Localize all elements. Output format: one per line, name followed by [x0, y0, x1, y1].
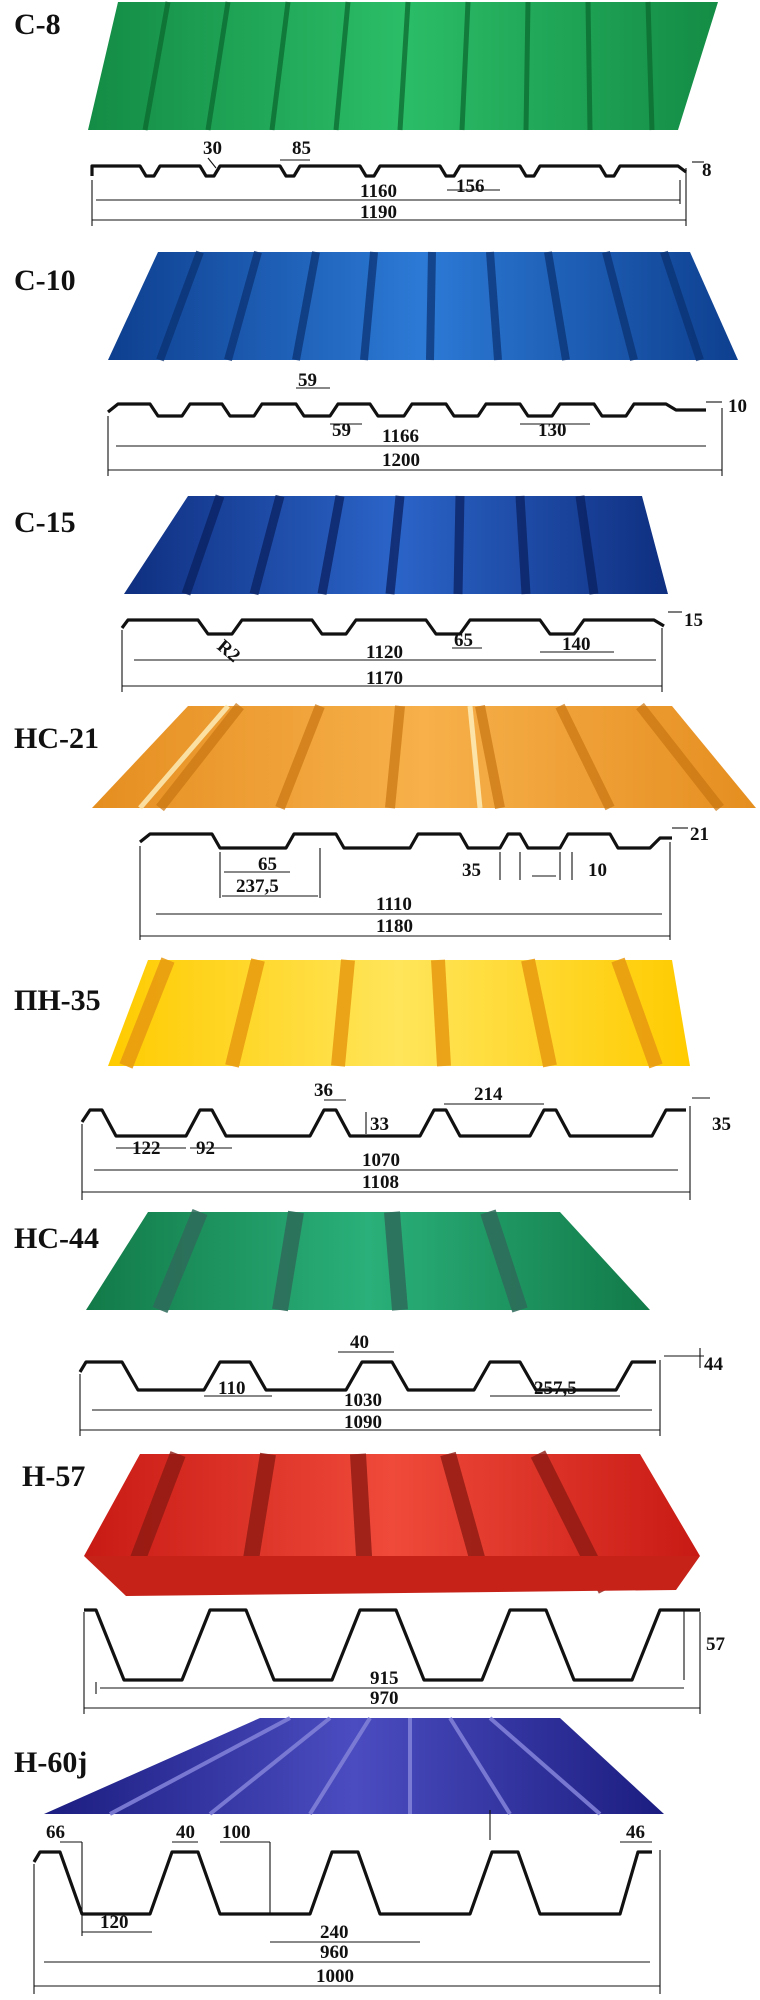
dim-label: 214	[474, 1084, 503, 1105]
dim-label: 59	[298, 370, 317, 391]
profile-label: НС-21	[14, 722, 99, 755]
sheet-highlights	[138, 704, 483, 810]
dimension-lines	[81, 1097, 710, 1200]
useful-width-label: 1160	[360, 181, 397, 202]
dim-label: 65	[454, 630, 473, 651]
profile-outline	[32, 1850, 652, 1916]
sheet-ribs	[109, 1716, 602, 1816]
total-width-label: 1200	[382, 450, 420, 471]
height-label: 44	[704, 1354, 724, 1375]
sheet-ribs	[119, 957, 663, 1069]
dimension-lines	[91, 157, 704, 226]
total-width-label: 1108	[362, 1172, 399, 1193]
dim-label: 122	[132, 1138, 161, 1159]
dim-label: 130	[538, 420, 567, 441]
useful-width-label: 960	[320, 1942, 349, 1963]
dim-label: 30	[203, 138, 222, 159]
dim-label: 40	[350, 1332, 369, 1353]
profile-c15: С-15 R2 65 140 15 1120 1170	[14, 494, 703, 692]
useful-width-label: 915	[370, 1668, 399, 1689]
dim-label: 85	[292, 138, 311, 159]
dim-label: R2	[213, 636, 244, 667]
height-label: 57	[706, 1634, 726, 1655]
profile-label: С-10	[14, 264, 76, 297]
dim-label: 36	[314, 1080, 333, 1101]
dimension-lines	[79, 1348, 704, 1436]
sheet-ribs	[156, 250, 704, 362]
profile-label: Н-57	[22, 1460, 85, 1493]
dim-label: 100	[222, 1822, 251, 1843]
dimension-lines	[107, 387, 723, 476]
height-label: 35	[712, 1114, 731, 1135]
dim-label: 40	[176, 1822, 195, 1843]
total-width-label: 1190	[360, 202, 397, 223]
dimension-lines	[83, 1610, 701, 1714]
profile-h57: Н-57 57 915 970	[22, 1450, 726, 1714]
total-width-label: 970	[370, 1688, 399, 1709]
total-width-label: 1000	[316, 1966, 354, 1987]
useful-width-label: 1120	[366, 642, 403, 663]
profile-label: С-8	[14, 8, 61, 41]
sheet-image	[108, 252, 738, 360]
dimension-lines	[121, 611, 682, 692]
dim-label: 59	[332, 420, 351, 441]
dim-label: 110	[218, 1378, 245, 1399]
height-label: 21	[690, 824, 709, 845]
sheet-ribs	[152, 1208, 528, 1314]
dimension-lines	[33, 1810, 661, 1994]
profile-hc21: НС-21 65 237,5 35 10 21 1110 1180	[14, 702, 756, 940]
dim-label: 140	[562, 634, 591, 655]
sheet-image	[84, 1556, 700, 1596]
useful-width-label: 1110	[376, 894, 412, 915]
profile-outline	[90, 164, 687, 178]
sheet-image	[92, 706, 756, 808]
total-width-label: 1170	[366, 668, 403, 689]
dim-label: 65	[258, 854, 277, 875]
useful-width-label: 1166	[382, 426, 419, 447]
useful-width-label: 1030	[344, 1390, 382, 1411]
dim-label: 237,5	[236, 876, 279, 897]
sheet-image	[108, 960, 690, 1066]
dim-label: 10	[588, 860, 607, 881]
sheet-ribs	[181, 494, 599, 596]
profile-outline	[107, 402, 706, 418]
profile-c8: С-8 30 85 156 8 1160 1190	[14, 1, 718, 226]
total-width-label: 1180	[376, 916, 413, 937]
dim-label: 35	[462, 860, 481, 881]
profile-label: ПН-35	[14, 984, 101, 1017]
dim-label: 156	[456, 176, 485, 197]
height-label: 46	[626, 1822, 645, 1843]
profile-hc44: НС-44 40 110 257,5 44 1030 1090	[14, 1208, 724, 1436]
profile-label: НС-44	[14, 1222, 99, 1255]
dim-label: 66	[46, 1822, 65, 1843]
profile-outline	[84, 1608, 700, 1682]
profile-outline	[80, 1108, 686, 1138]
dim-label: 120	[100, 1912, 129, 1933]
dim-label: 92	[196, 1138, 215, 1159]
profile-label: С-15	[14, 506, 76, 539]
height-label: 15	[684, 610, 703, 631]
profile-h60j: Н-60j 66 40 100 120 240 46 960 1000	[14, 1716, 664, 1994]
profile-outline	[78, 1360, 656, 1392]
useful-width-label: 1070	[362, 1150, 400, 1171]
dim-label: 33	[370, 1114, 389, 1135]
sheet-ribs	[156, 702, 724, 812]
profile-label: Н-60j	[14, 1746, 87, 1779]
sheet-ribs	[142, 1, 655, 131]
dimension-lines	[139, 827, 688, 940]
height-label: 10	[728, 396, 747, 417]
sheet-image	[44, 1718, 664, 1814]
dim-label: 240	[320, 1922, 349, 1943]
profile-c10: С-10 59 59 130 10 1166 1200	[14, 250, 747, 476]
profile-outline	[139, 832, 672, 850]
profile-outline	[120, 618, 665, 636]
dim-label: 257,5	[534, 1378, 577, 1399]
total-width-label: 1090	[344, 1412, 382, 1433]
height-label: 8	[702, 160, 712, 181]
profile-pn35: ПН-35 36 214 33 122 92 35 1070 1108	[14, 957, 731, 1200]
